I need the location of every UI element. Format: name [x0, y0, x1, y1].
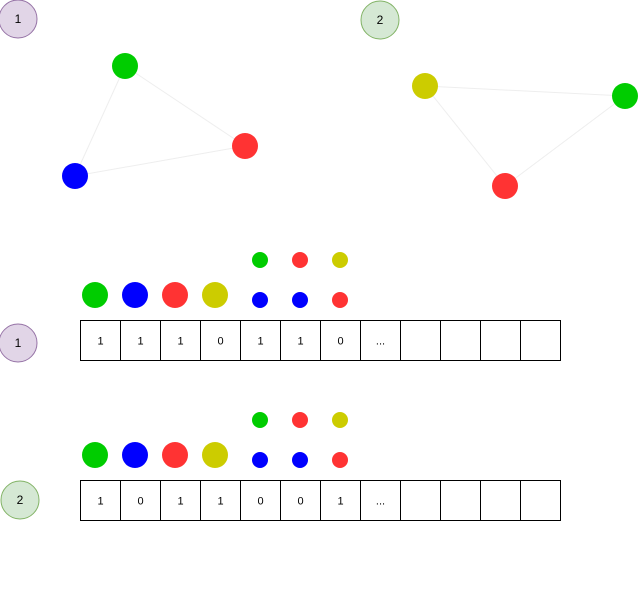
encoding1-cell-0-value: 1 — [97, 336, 103, 348]
graph2-edge-red-yellow — [424, 85, 506, 187]
encoding2-cell-7-value: ... — [376, 496, 385, 508]
encoding1-pair-2-top-yellow — [332, 252, 348, 268]
graph1-edge-blue-green — [74, 65, 126, 177]
encoding2-pair-0-bottom-blue — [252, 452, 268, 468]
encoding1-cell-0 — [80, 320, 121, 361]
encoding1-pair-2-bottom-red — [332, 292, 348, 308]
encoding2-label-text: 2 — [17, 493, 24, 507]
encoding2-cell-4 — [240, 480, 281, 521]
graph2-edge-green-red — [504, 95, 626, 187]
encoding1-legend-node-red — [162, 282, 188, 308]
encoding2-cell-3 — [200, 480, 241, 521]
encoding1-cell-10 — [480, 320, 521, 361]
encoding2-cell-10 — [480, 480, 521, 521]
graph1-label-circle — [0, 0, 38, 39]
encoding2-cell-5 — [280, 480, 321, 521]
encoding2-cell-6-value: 1 — [337, 496, 343, 508]
encoding2-cell-7 — [360, 480, 401, 521]
graph2-node-yellow — [412, 73, 438, 99]
encoding2-cell-8 — [400, 480, 441, 521]
encoding1-cell-5-value: 1 — [297, 336, 303, 348]
encoding1-cell-6-value: 0 — [337, 336, 343, 348]
encoding2-pair-1-bottom-blue — [292, 452, 308, 468]
graph2-label-text: 2 — [377, 13, 384, 27]
encoding2-cell-5-value: 0 — [297, 496, 303, 508]
encoding2-cell-0 — [80, 480, 121, 521]
graph2-label-circle — [360, 0, 400, 40]
encoding1-legend-node-blue — [122, 282, 148, 308]
encoding2-label-circle — [0, 480, 40, 520]
graph2-node-red — [492, 173, 518, 199]
encoding1-pair-0-bottom-blue — [252, 292, 268, 308]
encoding2-cell-3-value: 1 — [217, 496, 223, 508]
encoding2-legend-node-red — [162, 442, 188, 468]
encoding2-pair-2-bottom-red — [332, 452, 348, 468]
encoding1-cell-1 — [120, 320, 161, 361]
encoding1-label-circle — [0, 323, 38, 363]
graph1-node-blue — [62, 163, 88, 189]
encoding2-pair-0-top-green — [252, 412, 268, 428]
encoding1-cell-4-value: 1 — [257, 336, 263, 348]
encoding2-cell-9 — [440, 480, 481, 521]
graph1-node-red — [232, 133, 258, 159]
encoding2-legend-node-blue — [122, 442, 148, 468]
encoding1-cell-7 — [360, 320, 401, 361]
graph1-edge-green-red — [124, 65, 246, 147]
encoding2-pair-2-top-yellow — [332, 412, 348, 428]
encoding1-cell-11 — [520, 320, 561, 361]
encoding1-cell-7-value: ... — [376, 336, 385, 348]
encoding2-pair-1-top-red — [292, 412, 308, 428]
encoding1-cell-8 — [400, 320, 441, 361]
encoding1-cell-1-value: 1 — [137, 336, 143, 348]
encoding2-cell-2 — [160, 480, 201, 521]
encoding1-cell-9 — [440, 320, 481, 361]
encoding1-legend-node-yellow — [202, 282, 228, 308]
encoding2-cell-4-value: 0 — [257, 496, 263, 508]
encoding2-legend-node-green — [82, 442, 108, 468]
graph1-node-green — [112, 53, 138, 79]
encoding2-legend-node-yellow — [202, 442, 228, 468]
encoding1-pair-0-top-green — [252, 252, 268, 268]
encoding2-cell-6 — [320, 480, 361, 521]
encoding2-cell-2-value: 1 — [177, 496, 183, 508]
encoding1-cell-3-value: 0 — [217, 336, 223, 348]
encoding2-cell-1-value: 0 — [137, 496, 143, 508]
graph1-edge-red-blue — [74, 145, 246, 177]
encoding1-legend-node-green — [82, 282, 108, 308]
encoding1-pair-1-top-red — [292, 252, 308, 268]
encoding2-cell-0-value: 1 — [97, 496, 103, 508]
encoding2-cell-11 — [520, 480, 561, 521]
encoding1-pair-1-bottom-blue — [292, 292, 308, 308]
graph1-label-text: 1 — [15, 12, 22, 26]
encoding1-cell-2-value: 1 — [177, 336, 183, 348]
encoding1-label-text: 1 — [15, 336, 22, 350]
graph2-edge-yellow-green — [424, 85, 626, 97]
graph2-node-green — [612, 83, 638, 109]
